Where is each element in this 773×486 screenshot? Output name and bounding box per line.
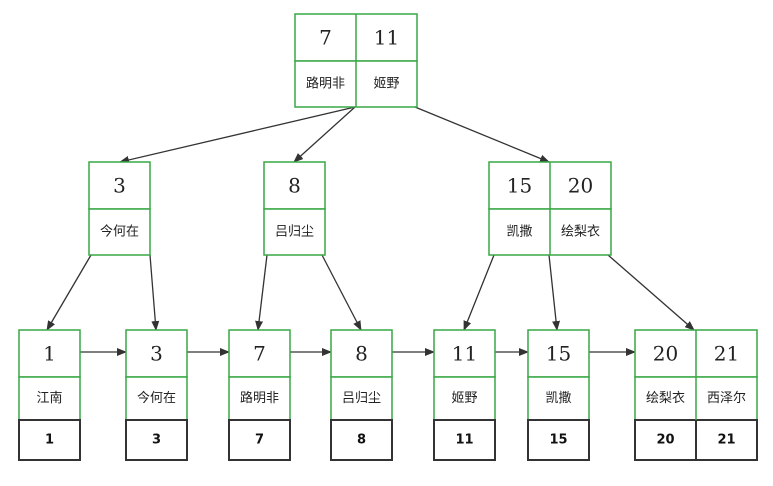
tree-edge-inner-3-to-leaf-1: [46, 254, 92, 331]
node-key: 11: [374, 26, 399, 50]
node-value: 凯撒: [545, 390, 571, 406]
node-value: 西泽尔: [707, 391, 746, 406]
row-data-row: [433, 419, 496, 461]
value-row: [18, 376, 81, 421]
node-row-data: 7: [255, 433, 264, 448]
node-value: 今何在: [137, 390, 176, 406]
node-key: 21: [714, 342, 739, 366]
row-data-row: [125, 419, 188, 461]
node-row-data: 8: [357, 433, 366, 448]
value-row: [263, 208, 326, 256]
leaf-node-leaf-15: 15 凯撒 15: [527, 329, 590, 461]
value-row: [527, 376, 590, 421]
node-row-data: 3: [152, 433, 161, 448]
row-data-row: [228, 419, 291, 461]
node-row-data: 11: [455, 433, 473, 448]
key-row: [18, 329, 81, 378]
tree-edge-inner-8-to-leaf-8: [321, 254, 362, 331]
node-key: 15: [507, 174, 532, 198]
leaf-node-leaf-7: 7 路明非 7: [228, 329, 291, 461]
row-data-row: [18, 419, 81, 461]
node-value: 今何在: [100, 224, 139, 240]
node-key: 7: [319, 26, 332, 50]
node-key: 3: [150, 342, 163, 366]
node-row-data: 1: [45, 433, 54, 448]
internal-node-root: 7 路明非 11 姬野: [294, 13, 418, 108]
leaf-node-leaf-20-21: 20 绘梨衣 20 21 西泽尔 21: [634, 329, 758, 461]
value-row: [433, 376, 496, 421]
value-row: [88, 208, 151, 256]
node-row-data: 20: [656, 433, 674, 448]
tree-edge-inner-8-to-leaf-7: [255, 254, 268, 331]
key-row: [88, 161, 151, 210]
node-row-data: 21: [717, 433, 735, 448]
node-key: 20: [653, 342, 678, 366]
leaf-node-leaf-8: 8 吕归尘 8: [330, 329, 393, 461]
node-key: 3: [113, 174, 126, 198]
node-key: 15: [546, 342, 571, 366]
node-value: 吕归尘: [275, 225, 314, 240]
node-key: 20: [568, 174, 593, 198]
node-value: 路明非: [240, 390, 279, 406]
value-row: [330, 376, 393, 421]
tree-edge-root-to-inner-8: [293, 106, 356, 163]
node-value: 姬野: [451, 391, 477, 406]
value-row: [125, 376, 188, 421]
node-key: 7: [253, 342, 266, 366]
leaf-node-leaf-1: 1 江南 1: [18, 329, 81, 461]
node-key: 1: [43, 342, 56, 366]
node-row-data: 15: [549, 433, 567, 448]
node-value: 凯撒: [506, 224, 532, 240]
tree-edge-root-to-inner-15-20: [414, 106, 550, 163]
node-value: 绘梨衣: [646, 390, 685, 406]
row-data-row: [330, 419, 393, 461]
key-row: [125, 329, 188, 378]
value-row: [228, 376, 291, 421]
leaf-node-leaf-11: 11 姬野 11: [433, 329, 496, 461]
tree-edge-inner-15-20-to-leaf-15: [548, 254, 561, 331]
node-key: 11: [452, 342, 477, 366]
edges-layer: [46, 106, 695, 356]
key-row: [330, 329, 393, 378]
row-data-row: [527, 419, 590, 461]
tree-edge-inner-15-20-to-leaf-11: [463, 254, 495, 331]
internal-node-inner-8: 8 吕归尘: [263, 161, 326, 256]
node-key: 8: [355, 342, 368, 366]
tree-edge-inner-15-20-to-leaf-20-21: [607, 254, 695, 331]
key-row: [228, 329, 291, 378]
tree-edge-root-to-inner-3: [119, 106, 356, 164]
node-value: 吕归尘: [342, 391, 381, 406]
internal-node-inner-3: 3 今何在: [88, 161, 151, 256]
node-value: 姬野: [373, 77, 399, 92]
node-value: 绘梨衣: [561, 224, 600, 240]
nodes-layer: 7 路明非 11 姬野 3 今何在 8 吕归尘 15 凯撒 20 绘梨衣 1 江南 1 3 今何在 3 7 路明非 7 8…: [18, 13, 758, 461]
key-row: [527, 329, 590, 378]
leaf-node-leaf-3: 3 今何在 3: [125, 329, 188, 461]
tree-edge-inner-3-to-leaf-3: [149, 254, 160, 331]
node-key: 8: [288, 174, 301, 198]
key-row: [263, 161, 326, 210]
node-value: 路明非: [306, 76, 345, 92]
node-value: 江南: [36, 390, 62, 406]
internal-node-inner-15-20: 15 凯撒 20 绘梨衣: [488, 161, 612, 256]
